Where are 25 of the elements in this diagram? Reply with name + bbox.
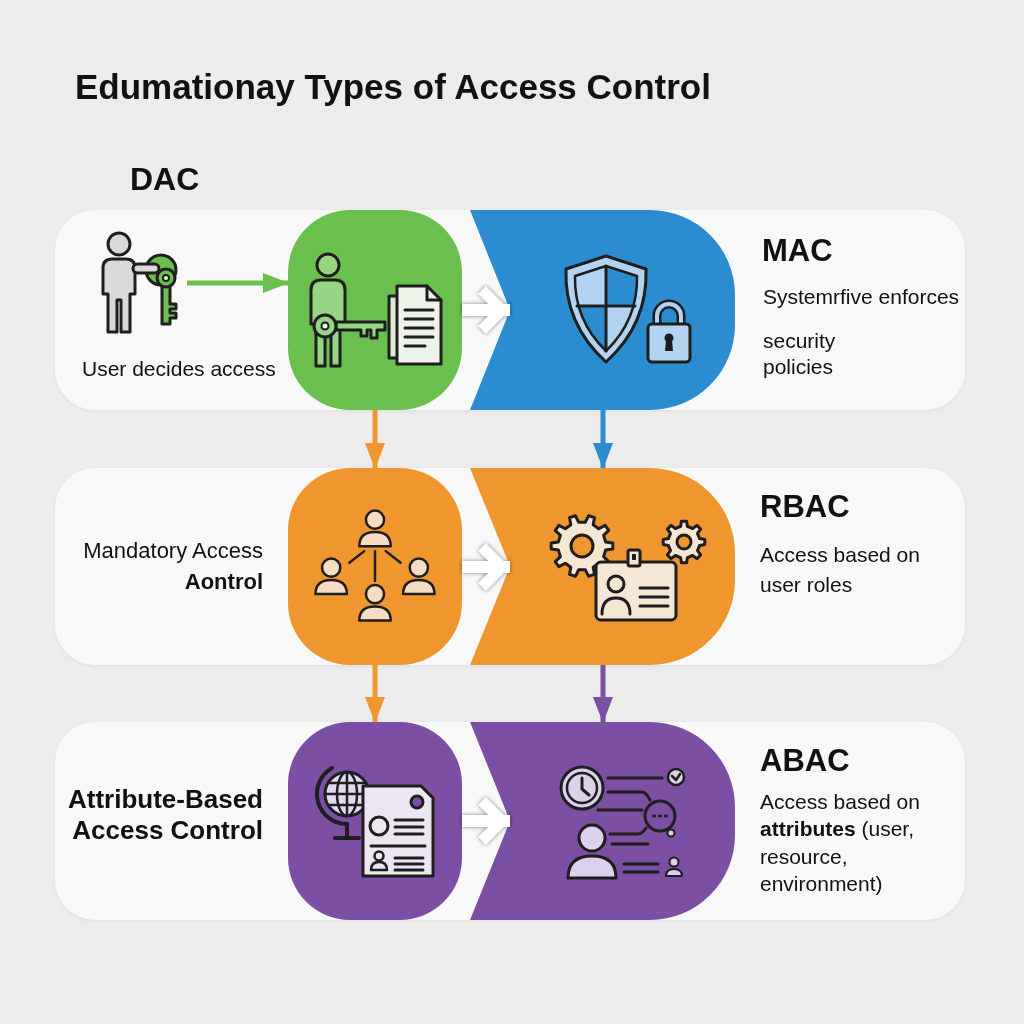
page-title: Edumationay Types of Access Control — [75, 66, 711, 108]
arrow — [187, 273, 289, 293]
type-heading: ABAC — [760, 742, 850, 780]
type-name: Attribute-Based Access Control — [67, 784, 263, 847]
description-text: Access based on attributes (user, resource, environment) — [760, 789, 921, 897]
caption-text: User decides access — [82, 356, 276, 382]
chevron-arrow — [462, 795, 510, 847]
type-heading: RBAC — [760, 488, 850, 526]
rounded-block — [288, 210, 462, 410]
type-name: Mandatory Access Aontrol — [82, 537, 263, 596]
arrow — [593, 410, 613, 469]
row-heading: DAC — [130, 160, 200, 199]
rounded-block — [288, 468, 462, 665]
chevron-arrow — [462, 541, 510, 593]
arrow — [365, 665, 385, 723]
description-text: Systemrfive enforces — [763, 284, 960, 310]
description-text: Access based on user roles — [760, 542, 921, 599]
row-panel — [55, 468, 965, 665]
chevron-arrow — [462, 284, 510, 336]
row-panel — [55, 722, 965, 920]
arrow — [593, 665, 613, 723]
arrow — [365, 410, 385, 469]
rounded-block — [288, 722, 462, 920]
description-text: security policies — [763, 328, 837, 381]
type-heading: MAC — [762, 232, 833, 270]
